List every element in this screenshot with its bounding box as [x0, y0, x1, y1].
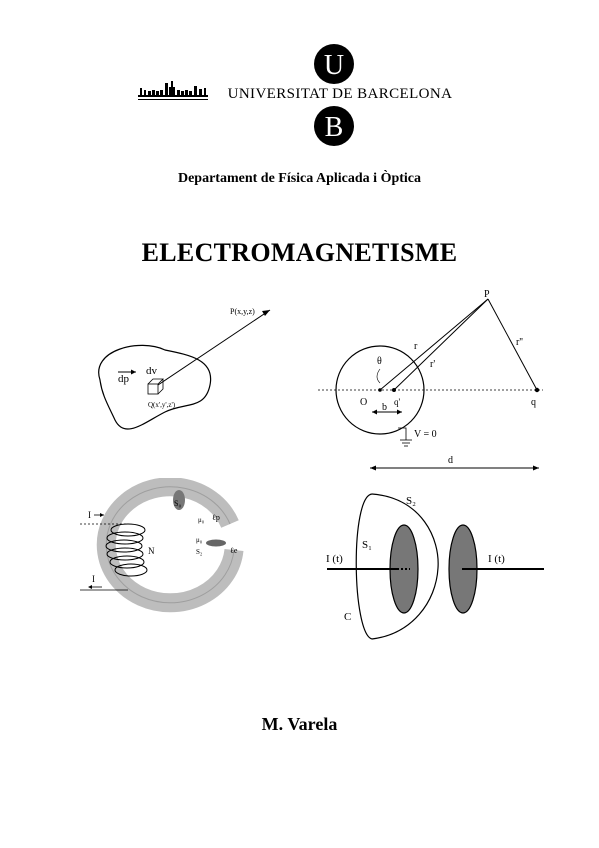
- figure-capacitor-surfaces: S₂ S₁ I (t) I (t) C: [326, 493, 544, 640]
- label-mu0: μ₀: [198, 516, 205, 524]
- label-point-p: P(x,y,z): [230, 307, 255, 316]
- label-d: d: [448, 455, 453, 466]
- label-r-double-prime: r'': [516, 337, 523, 348]
- logo-letter-u: U: [324, 50, 344, 81]
- label-p: P: [484, 289, 490, 300]
- label-r: r: [414, 341, 418, 352]
- label-v-zero: V = 0: [414, 429, 437, 440]
- label-theta: θ: [377, 356, 382, 367]
- logo-b-circle: B: [314, 106, 354, 146]
- label-current-out: I: [92, 574, 95, 584]
- logo-u-circle: U: [314, 44, 354, 84]
- label-s2: S₂: [196, 548, 203, 556]
- label-r-prime: r': [430, 359, 435, 370]
- label-s2: S₂: [406, 495, 416, 507]
- logo-letter-b: B: [325, 112, 344, 143]
- figure-image-charge: P r r' r'' θ O q' q b V = 0 d: [318, 289, 543, 471]
- department-name: Departament de Física Aplicada i Òptica: [177, 171, 422, 186]
- volume-element-cube: [147, 378, 164, 395]
- label-lp: ℓp: [212, 513, 220, 522]
- label-b: b: [382, 402, 387, 413]
- label-point-q: Q(x',y',z'): [148, 401, 176, 409]
- label-dv: dv: [146, 365, 158, 377]
- label-q-prime: q': [394, 397, 401, 407]
- label-current-right: I (t): [488, 553, 505, 565]
- author-name: M. Varela: [261, 714, 338, 734]
- page-title: ELECTROMAGNETISME: [141, 238, 458, 267]
- surface-s2-dome: [371, 493, 439, 640]
- label-n: N: [148, 546, 155, 556]
- label-s0: S₀: [174, 499, 181, 508]
- label-le: ℓe: [230, 546, 238, 555]
- label-current-left: I (t): [326, 553, 343, 565]
- label-s1: S₁: [362, 539, 372, 551]
- surface-s1-outline: [355, 493, 373, 640]
- ground-symbol: [398, 427, 412, 447]
- coil-windings: [105, 523, 148, 577]
- volume-outline: [98, 344, 212, 430]
- figure-toroid-gap: I I N S₀ μ₀ ℓp μ₀ S₂ ℓe: [80, 478, 244, 613]
- label-q: q: [531, 397, 536, 408]
- label-o: O: [360, 397, 367, 408]
- label-c: C: [344, 611, 351, 623]
- label-current-in: I: [88, 510, 91, 520]
- label-dp: dp: [118, 373, 130, 385]
- figure-charge-distribution: P(x,y,z) dv dp Q(x',y',z'): [98, 307, 271, 430]
- university-name: UNIVERSITAT DE BARCELONA: [227, 86, 453, 102]
- label-mu0-b: μ₀: [196, 536, 203, 544]
- university-building-icon: [138, 81, 208, 100]
